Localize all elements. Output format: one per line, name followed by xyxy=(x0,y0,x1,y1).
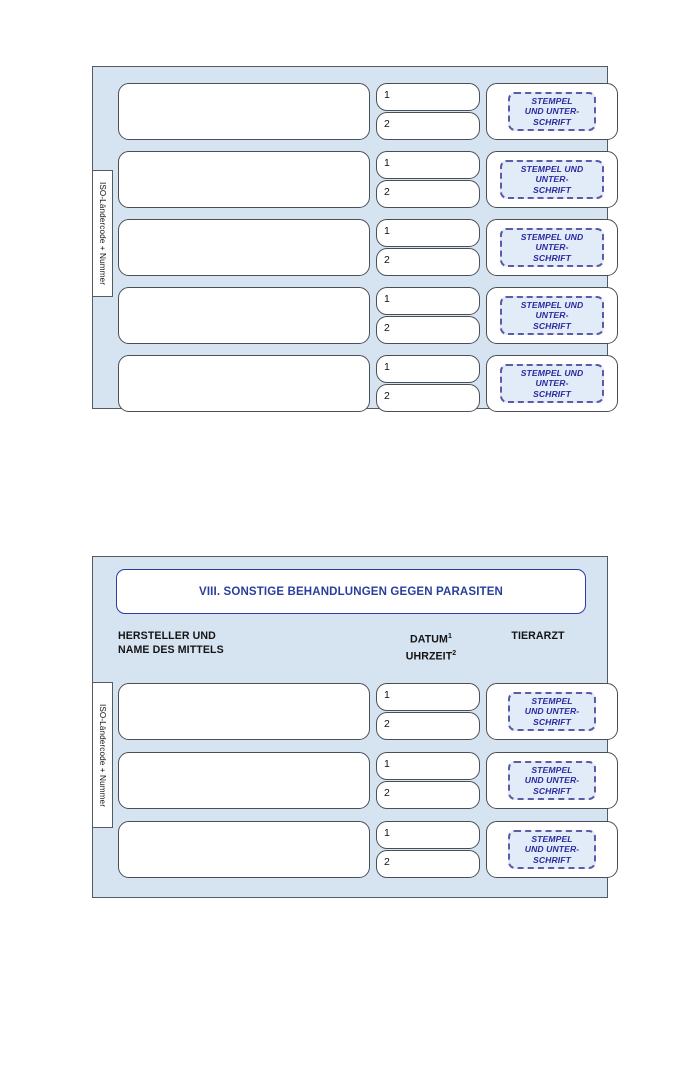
treatment-table-panel-bottom: VIII. SONSTIGE BEHANDLUNGEN GEGEN PARASI… xyxy=(92,556,618,898)
column-header-manufacturer-line2: NAME DES MITTELS xyxy=(118,643,224,656)
date-field[interactable]: 1 xyxy=(376,355,480,383)
date-field[interactable]: 1 xyxy=(376,821,480,849)
column-header-vet-label: TIERARZT xyxy=(511,630,565,642)
manufacturer-field[interactable] xyxy=(118,151,370,208)
stamp-placeholder: STEMPEL UND UNTER- SCHRIFT xyxy=(508,691,596,732)
manufacturer-field[interactable] xyxy=(118,355,370,412)
stamp-placeholder: STEMPEL UND UNTER- SCHRIFT xyxy=(500,363,604,404)
treatment-table-panel-top: ISO-Ländercode + Nummer 1 2 STEMPEL UND … xyxy=(92,66,618,412)
time-field-number: 2 xyxy=(384,186,390,198)
manufacturer-field[interactable] xyxy=(118,752,370,809)
table-row: 1 2 STEMPEL UND UNTER- SCHRIFT xyxy=(118,151,618,208)
vet-stamp-field[interactable]: STEMPEL UND UNTER- SCHRIFT xyxy=(486,83,618,140)
date-field[interactable]: 1 xyxy=(376,219,480,247)
table-row: 1 2 STEMPEL UND UNTER- SCHRIFT xyxy=(118,355,618,412)
column-header-time: UHRZEIT xyxy=(405,650,453,663)
date-time-field-group: 1 2 xyxy=(376,151,480,208)
page-title: VIII. SONSTIGE BEHANDLUNGEN GEGEN PARASI… xyxy=(199,585,503,598)
section-title-bar: VIII. SONSTIGE BEHANDLUNGEN GEGEN PARASI… xyxy=(116,569,586,614)
date-field-number: 1 xyxy=(384,293,390,305)
stamp-placeholder: STEMPEL UND UNTER- SCHRIFT xyxy=(500,227,604,268)
date-time-field-group: 1 2 xyxy=(376,821,480,878)
vet-stamp-field[interactable]: STEMPEL UND UNTER- SCHRIFT xyxy=(486,355,618,412)
date-field[interactable]: 1 xyxy=(376,151,480,179)
iso-country-code-tab: ISO-Ländercode + Nummer xyxy=(92,170,113,297)
manufacturer-field[interactable] xyxy=(118,287,370,344)
table-row: 1 2 STEMPEL UND UNTER- SCHRIFT xyxy=(118,752,618,809)
time-field[interactable]: 2 xyxy=(376,384,480,412)
stamp-placeholder: STEMPEL UND UNTER- SCHRIFT xyxy=(508,829,596,870)
table-row: 1 2 STEMPEL UND UNTER- SCHRIFT xyxy=(118,219,618,276)
stamp-placeholder: STEMPEL UND UNTER- SCHRIFT xyxy=(500,159,604,200)
date-time-field-group: 1 2 xyxy=(376,752,480,809)
time-field-number: 2 xyxy=(384,787,390,799)
manufacturer-field[interactable] xyxy=(118,683,370,740)
date-field-number: 1 xyxy=(384,225,390,237)
date-field-number: 1 xyxy=(384,361,390,373)
table-row: 1 2 STEMPEL UND UNTER- SCHRIFT xyxy=(118,83,618,140)
vet-stamp-field[interactable]: STEMPEL UND UNTER- SCHRIFT xyxy=(486,821,618,878)
table-row: 1 2 STEMPEL UND UNTER- SCHRIFT xyxy=(118,287,618,344)
time-field[interactable]: 2 xyxy=(376,316,480,344)
date-time-field-group: 1 2 xyxy=(376,219,480,276)
date-field-number: 1 xyxy=(384,157,390,169)
time-field[interactable]: 2 xyxy=(376,248,480,276)
table-row: 1 2 STEMPEL UND UNTER- SCHRIFT xyxy=(118,683,618,740)
date-time-field-group: 1 2 xyxy=(376,683,480,740)
manufacturer-field[interactable] xyxy=(118,83,370,140)
footnote-marker-1: 1 xyxy=(447,633,452,640)
time-field-number: 2 xyxy=(384,856,390,868)
column-header-manufacturer: HERSTELLER UND NAME DES MITTELS xyxy=(118,630,224,657)
time-field[interactable]: 2 xyxy=(376,850,480,878)
column-header-date-time: DATUM1 UHRZEIT2 xyxy=(386,630,476,664)
stamp-placeholder: STEMPEL UND UNTER- SCHRIFT xyxy=(500,295,604,336)
iso-country-code-label: ISO-Ländercode + Nummer xyxy=(98,181,108,286)
stamp-placeholder: STEMPEL UND UNTER- SCHRIFT xyxy=(508,91,596,132)
date-time-field-group: 1 2 xyxy=(376,287,480,344)
time-field-number: 2 xyxy=(384,390,390,402)
date-field-number: 1 xyxy=(384,827,390,839)
date-field[interactable]: 1 xyxy=(376,752,480,780)
date-time-field-group: 1 2 xyxy=(376,355,480,412)
date-field-number: 1 xyxy=(384,689,390,701)
iso-country-code-label: ISO-Ländercode + Nummer xyxy=(98,703,108,807)
manufacturer-field[interactable] xyxy=(118,821,370,878)
date-field-number: 1 xyxy=(384,89,390,101)
vet-stamp-field[interactable]: STEMPEL UND UNTER- SCHRIFT xyxy=(486,287,618,344)
column-header-date: DATUM xyxy=(410,633,448,646)
time-field[interactable]: 2 xyxy=(376,112,480,140)
date-field[interactable]: 1 xyxy=(376,83,480,111)
vet-stamp-field[interactable]: STEMPEL UND UNTER- SCHRIFT xyxy=(486,683,618,740)
time-field[interactable]: 2 xyxy=(376,781,480,809)
time-field[interactable]: 2 xyxy=(376,712,480,740)
date-field[interactable]: 1 xyxy=(376,683,480,711)
vet-stamp-field[interactable]: STEMPEL UND UNTER- SCHRIFT xyxy=(486,752,618,809)
time-field-number: 2 xyxy=(384,322,390,334)
column-header-vet: TIERARZT xyxy=(488,630,588,644)
time-field-number: 2 xyxy=(384,254,390,266)
column-header-manufacturer-line1: HERSTELLER UND xyxy=(118,630,216,642)
time-field-number: 2 xyxy=(384,118,390,130)
stamp-placeholder: STEMPEL UND UNTER- SCHRIFT xyxy=(508,760,596,801)
date-time-field-group: 1 2 xyxy=(376,83,480,140)
date-field[interactable]: 1 xyxy=(376,287,480,315)
table-row: 1 2 STEMPEL UND UNTER- SCHRIFT xyxy=(118,821,618,878)
iso-country-code-tab: ISO-Ländercode + Nummer xyxy=(92,682,113,828)
vet-stamp-field[interactable]: STEMPEL UND UNTER- SCHRIFT xyxy=(486,219,618,276)
date-field-number: 1 xyxy=(384,758,390,770)
manufacturer-field[interactable] xyxy=(118,219,370,276)
vet-stamp-field[interactable]: STEMPEL UND UNTER- SCHRIFT xyxy=(486,151,618,208)
time-field-number: 2 xyxy=(384,718,390,730)
footnote-marker-2: 2 xyxy=(452,650,457,658)
time-field[interactable]: 2 xyxy=(376,180,480,208)
